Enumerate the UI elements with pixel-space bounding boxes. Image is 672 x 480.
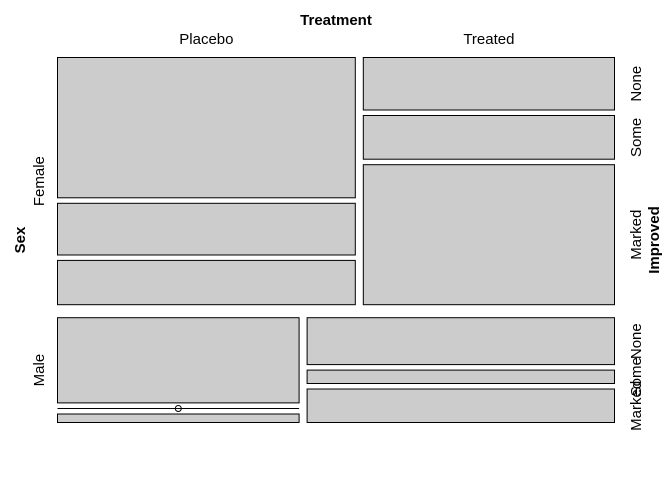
treatment-variable-label: Treatment <box>300 12 372 29</box>
improved-level-label-male-none: None <box>628 323 645 359</box>
sex-level-label-male: Male <box>31 354 48 387</box>
treatment-level-label-placebo: Placebo <box>179 31 233 48</box>
improved-level-label-female-some: Some <box>628 118 645 157</box>
tile-female-placebo-marked <box>57 259 356 306</box>
sex-variable-label: Sex <box>12 226 29 253</box>
tile-male-placebo-none <box>57 317 300 404</box>
improved-level-label-female-marked: Marked <box>628 210 645 260</box>
tile-male-treated-none <box>306 317 615 366</box>
tile-male-treated-marked <box>306 388 615 423</box>
tile-female-placebo-none <box>57 57 356 199</box>
tile-male-placebo-some-empty-marker <box>174 405 182 412</box>
treatment-level-label-treated: Treated <box>463 31 514 48</box>
sex-level-label-female: Female <box>31 156 48 206</box>
tile-female-treated-none <box>362 57 615 111</box>
tile-male-placebo-marked <box>57 413 300 423</box>
tile-female-treated-marked <box>362 164 615 306</box>
improved-level-label-female-none: None <box>628 66 645 102</box>
improved-level-label-male-marked: Marked <box>628 381 645 431</box>
improved-level-label-male-some: Some <box>628 357 645 396</box>
improved-variable-label: Improved <box>646 206 663 274</box>
tile-male-treated-some <box>306 369 615 385</box>
tile-female-treated-some <box>362 115 615 160</box>
tile-female-placebo-some <box>57 202 356 256</box>
